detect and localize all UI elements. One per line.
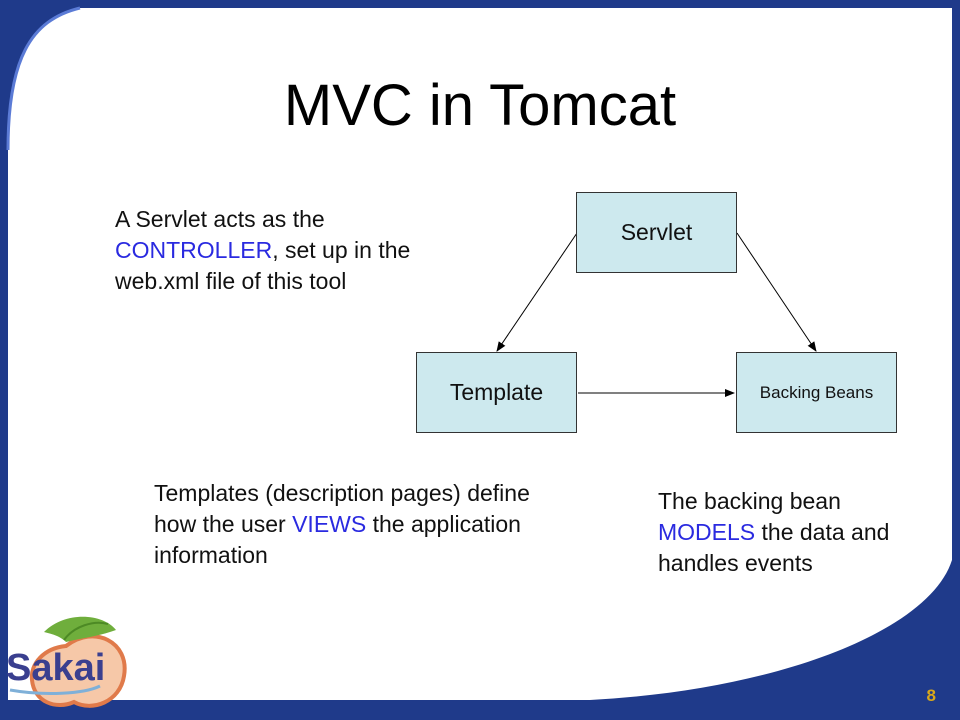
models-highlight: MODELS — [658, 519, 756, 545]
node-backing-beans-label: Backing Beans — [759, 382, 874, 402]
logo-text: Sakai — [6, 647, 105, 689]
view-caption-before: Templates (description pages) define how… — [154, 480, 530, 537]
view-caption: Templates (description pages) define how… — [154, 478, 544, 571]
node-servlet: Servlet — [576, 192, 737, 273]
views-highlight: VIEWS — [292, 511, 367, 537]
frame-highlight — [6, 6, 81, 151]
sakai-logo: Sakai — [6, 616, 127, 708]
logo-peach-icon — [29, 634, 127, 708]
model-caption: The backing bean MODELS the data and han… — [658, 486, 943, 579]
slide-title: MVC in Tomcat — [283, 73, 677, 138]
model-caption-after: the data and handles events — [658, 519, 890, 576]
controller-highlight: CONTROLLER — [115, 237, 273, 263]
controller-caption: A Servlet acts as the CONTROLLER, set up… — [115, 204, 475, 297]
node-template-label: Template — [449, 379, 544, 405]
node-template: Template — [416, 352, 577, 433]
controller-caption-before: A Servlet acts as the — [115, 206, 325, 232]
logo-swoosh — [9, 684, 101, 695]
controller-caption-after: , set up in the web.xml file of this too… — [115, 237, 411, 294]
page-number: 8 — [926, 686, 936, 705]
node-servlet-label: Servlet — [620, 219, 693, 245]
model-caption-before: The backing bean — [658, 488, 841, 514]
node-backing-beans: Backing Beans — [736, 352, 897, 433]
logo-leaf-icon-2 — [63, 621, 109, 641]
view-caption-after: the application information — [154, 511, 521, 568]
